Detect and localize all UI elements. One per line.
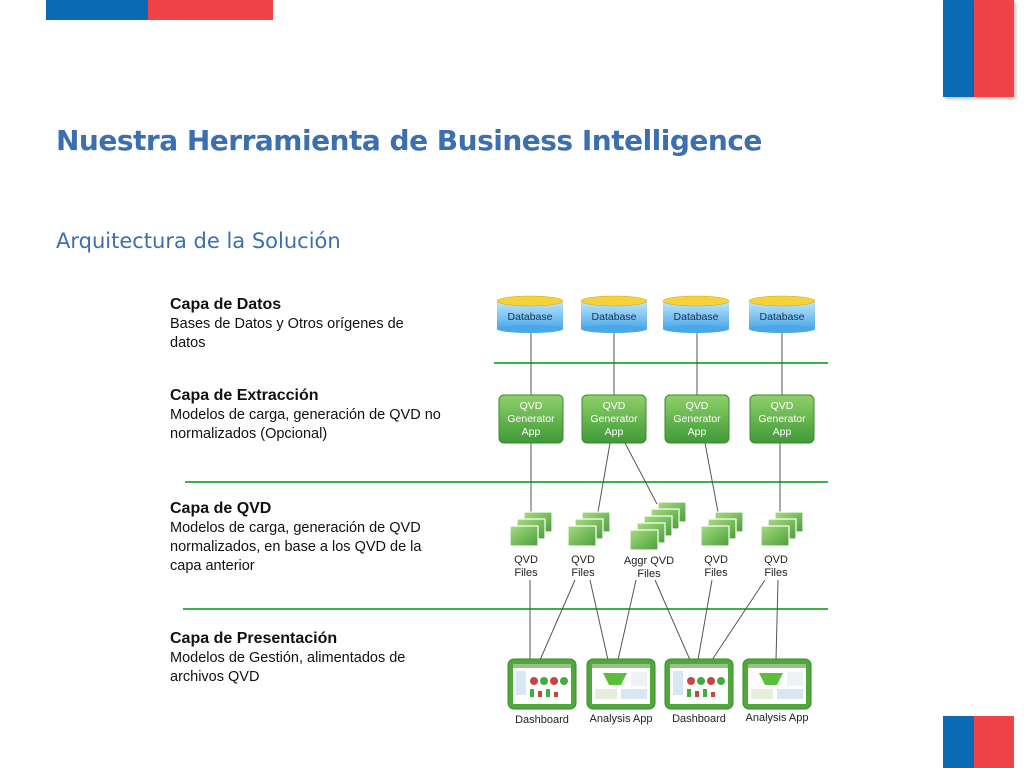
layer-description: Bases de Datos y Otros orígenes de datos xyxy=(170,316,404,351)
qvd-generator-box: QVD Generator App xyxy=(664,394,730,444)
qvd-generator-box: QVD Generator App xyxy=(498,394,564,444)
qvd-files-icon xyxy=(700,511,744,547)
layer-description: Modelos de carga, generación de QVD norm… xyxy=(170,520,422,574)
qvd-files-label: Files xyxy=(764,567,788,579)
generator-line: QVD xyxy=(771,400,794,412)
generator-line: App xyxy=(688,426,707,438)
app-label: Analysis App xyxy=(746,712,809,724)
generator-line: App xyxy=(773,426,792,438)
dashboard-app-icon xyxy=(664,658,734,710)
database-icon: Database xyxy=(496,295,564,333)
layer-qvd: Capa de QVD Modelos de carga, generación… xyxy=(170,500,470,576)
layer-description: Modelos de Gestión, alimentados de archi… xyxy=(170,650,406,685)
layer-name: Capa de Datos xyxy=(170,296,282,313)
top-left-red-bar xyxy=(148,0,273,20)
database-label: Database xyxy=(592,311,637,323)
generator-line: Generator xyxy=(590,413,638,425)
page-subtitle: Arquitectura de la Solución xyxy=(56,229,341,253)
qvd-files-label: QVD xyxy=(704,554,728,566)
generator-line: App xyxy=(522,426,541,438)
qvd-files-label: Files xyxy=(704,567,728,579)
layer-extraccion: Capa de Extracción Modelos de carga, gen… xyxy=(170,387,470,444)
database-icon: Database xyxy=(580,295,648,333)
bottom-right-blue-bar xyxy=(943,716,974,768)
qvd-files-icon xyxy=(760,511,804,547)
generator-line: App xyxy=(605,426,624,438)
qvd-files-label: Files xyxy=(637,568,661,580)
database-label: Database xyxy=(674,311,719,323)
qvd-generator-box: QVD Generator App xyxy=(581,394,647,444)
database-icon: Database xyxy=(748,295,816,333)
generator-line: QVD xyxy=(603,400,626,412)
layer-presentacion: Capa de Presentación Modelos de Gestión,… xyxy=(170,630,470,687)
qvd-files-label: Files xyxy=(514,567,538,579)
database-label: Database xyxy=(760,311,805,323)
connectors xyxy=(529,333,783,661)
generator-line: Generator xyxy=(758,413,806,425)
bottom-right-red-bar xyxy=(974,716,1014,768)
generator-line: Generator xyxy=(673,413,721,425)
page-title: Nuestra Herramienta de Business Intellig… xyxy=(56,124,762,157)
database-icon: Database xyxy=(662,295,730,333)
qvd-files-label: Files xyxy=(571,567,595,579)
qvd-files-label: Aggr QVD xyxy=(624,555,674,567)
aggr-qvd-files-icon xyxy=(629,501,687,551)
qvd-files-label: QVD xyxy=(764,554,788,566)
qvd-files-label: QVD xyxy=(571,554,595,566)
analysis-app-icon xyxy=(586,658,656,710)
layer-name: Capa de Extracción xyxy=(170,387,319,404)
generator-line: Generator xyxy=(507,413,555,425)
layer-name: Capa de Presentación xyxy=(170,630,338,647)
qvd-generator-box: QVD Generator App xyxy=(749,394,815,444)
app-label: Dashboard xyxy=(515,714,569,726)
analysis-app-icon xyxy=(742,658,812,710)
layer-datos: Capa de Datos Bases de Datos y Otros orí… xyxy=(170,296,470,353)
qvd-files-label: QVD xyxy=(514,554,538,566)
app-label: Dashboard xyxy=(672,713,726,725)
generator-line: QVD xyxy=(686,400,709,412)
layer-name: Capa de QVD xyxy=(170,500,272,517)
qvd-files-icon xyxy=(509,511,553,547)
app-label: Analysis App xyxy=(590,713,653,725)
generator-line: QVD xyxy=(520,400,543,412)
qvd-files-icon xyxy=(567,511,611,547)
top-right-blue-bar xyxy=(943,0,974,97)
database-label: Database xyxy=(508,311,553,323)
dashboard-app-icon xyxy=(507,658,577,710)
top-left-blue-bar xyxy=(46,0,148,20)
top-right-red-bar xyxy=(974,0,1014,97)
layer-description: Modelos de carga, generación de QVD no n… xyxy=(170,407,441,442)
